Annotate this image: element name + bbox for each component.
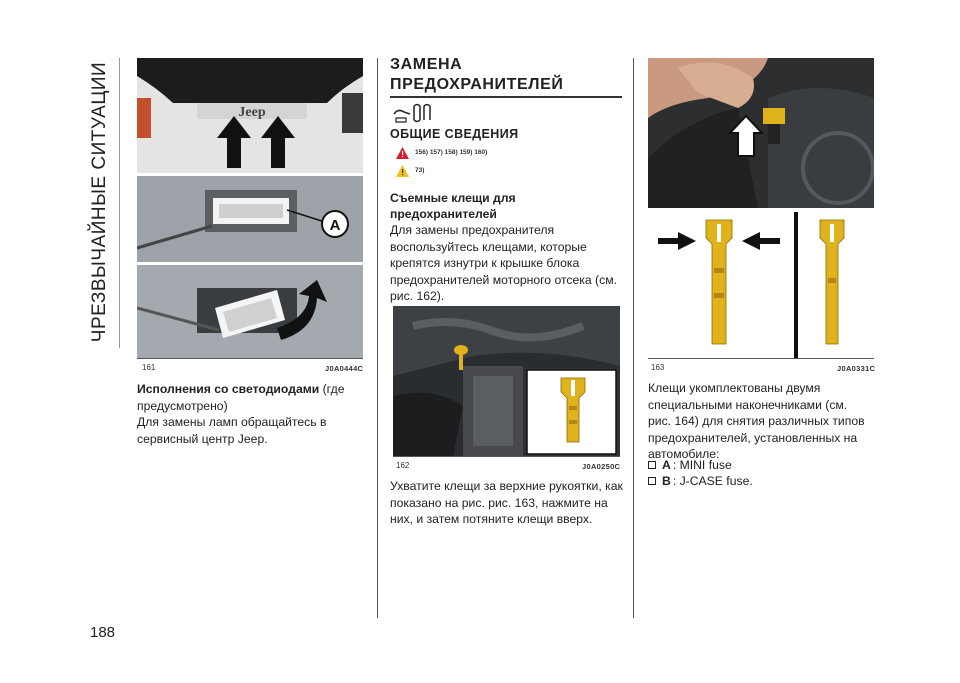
led-heading: Исполнения со светодиодами bbox=[137, 382, 320, 396]
col3-line: автомобиле: bbox=[648, 447, 720, 461]
bullet-key: B bbox=[662, 474, 671, 488]
caution-refs: 73) bbox=[415, 167, 425, 174]
bullet-text: : MINI fuse bbox=[672, 458, 732, 472]
heading-rule bbox=[390, 96, 622, 98]
fuse-puller-heading-line: Съемные клещи для bbox=[390, 191, 516, 205]
figure-162-code: J0A0250C bbox=[582, 462, 621, 471]
figure-162-number: 162 bbox=[396, 461, 410, 470]
figure-161-number: 161 bbox=[142, 363, 156, 372]
col2-line: Ухватите клещи за верхние рукоятки, как bbox=[390, 479, 623, 493]
led-heading-suffix: (где bbox=[319, 382, 345, 396]
warning-refs: 156) 157) 158) 159) 160) bbox=[415, 149, 488, 156]
col2-line: них, и затем потяните клещи вверх. bbox=[390, 512, 593, 526]
section-heading: ЗАМЕНА ПРЕДОХРАНИТЕЛЕЙ bbox=[390, 55, 622, 95]
col3-line: специальными наконечниками (см. bbox=[648, 397, 848, 412]
section-heading-line: ЗАМЕНА bbox=[390, 56, 463, 73]
col2-paragraph-2: Ухватите клещи за верхние рукоятки, как … bbox=[390, 478, 630, 528]
col3-line: Клещи укомплектованы двумя bbox=[648, 381, 821, 395]
fuse-pointer-icon bbox=[392, 102, 436, 124]
checkbox-square-icon bbox=[648, 461, 656, 469]
col2-line: воспользуйтесь клещами, которые bbox=[390, 239, 587, 254]
figure-163-rule bbox=[648, 358, 874, 359]
col1-line: предусмотрено) bbox=[137, 398, 228, 413]
column-divider-2 bbox=[633, 58, 634, 618]
col2-line: крепятся изнутри к крышке блока bbox=[390, 256, 580, 270]
side-rule bbox=[119, 58, 120, 348]
col3-paragraph: Клещи укомплектованы двумя специальными … bbox=[648, 380, 888, 463]
col2-line: показано на рис. рис. 163, нажмите на bbox=[390, 495, 608, 510]
figure-163-number: 163 bbox=[651, 363, 665, 372]
bullet-item: B : J-CASE fuse. bbox=[648, 474, 753, 488]
col2-line: предохранителей моторного отсека (см. bbox=[390, 272, 617, 287]
col2-line: Для замены предохранителя bbox=[390, 223, 555, 237]
figure-161-code: J0A0444C bbox=[325, 364, 364, 373]
section-heading-line: ПРЕДОХРАНИТЕЛЕЙ bbox=[390, 76, 564, 93]
bullet-item: A : MINI fuse bbox=[648, 458, 732, 472]
general-info-heading: ОБЩИЕ СВЕДЕНИЯ bbox=[390, 127, 519, 141]
col3-line: рис. 164) для снятия различных типов bbox=[648, 414, 865, 428]
col1-text: Исполнения со светодиодами (где предусмо… bbox=[137, 381, 372, 447]
fuse-puller-heading: Съемные клещи для предохранителей bbox=[390, 190, 630, 222]
figure-163-code: J0A0331C bbox=[837, 364, 876, 373]
figure-161-rule bbox=[137, 358, 363, 359]
col2-paragraph-1: Для замены предохранителя воспользуйтесь… bbox=[390, 222, 630, 305]
column-divider-1 bbox=[377, 58, 378, 618]
col2-line: рис. 162). bbox=[390, 289, 445, 303]
col1-line: сервисный центр Jeep. bbox=[137, 431, 268, 446]
col1-line: Для замены ламп обращайтесь в bbox=[137, 415, 327, 429]
col3-line: предохранителей, установленных на bbox=[648, 430, 858, 445]
checkbox-square-icon bbox=[648, 477, 656, 485]
figure-162-engine-bay bbox=[393, 306, 620, 456]
warning-icon bbox=[396, 146, 409, 159]
figure-label-a: A bbox=[330, 217, 341, 234]
page-number: 188 bbox=[90, 624, 116, 641]
jeep-logo: Jeep bbox=[238, 105, 265, 120]
section-side-title-text: ЧРЕЗВЫЧАЙНЫЕ СИТУАЦИИ bbox=[89, 61, 110, 343]
fuse-puller-heading-line: предохранителей bbox=[390, 207, 497, 221]
bullet-key: A bbox=[662, 458, 671, 472]
figure-161-tailgate-lamp: Jeep A bbox=[137, 58, 363, 358]
bullet-text: : J-CASE fuse. bbox=[672, 474, 753, 488]
figure-163-fuse-puller bbox=[648, 58, 874, 358]
figure-162-rule bbox=[393, 456, 620, 457]
caution-icon bbox=[396, 164, 409, 177]
section-side-title: ЧРЕЗВЫЧАЙНЫЕ СИТУАЦИИ bbox=[84, 56, 116, 348]
